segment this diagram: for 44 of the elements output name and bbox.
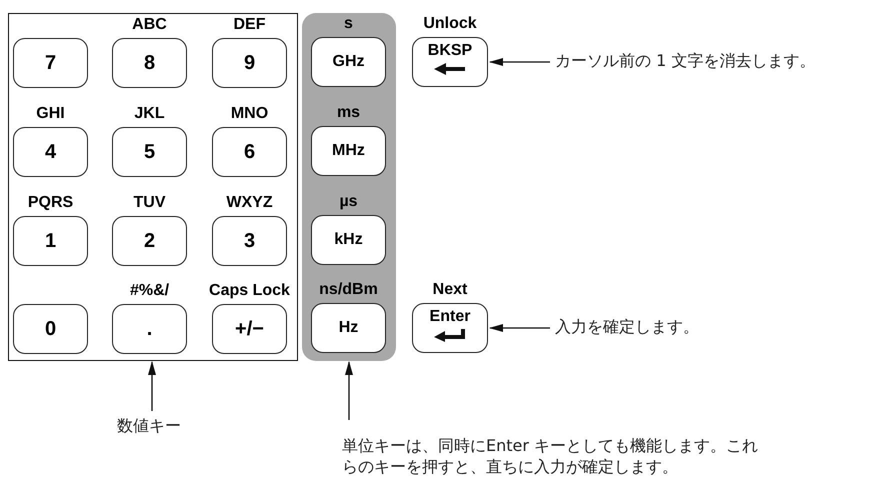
keypad-key: 9: [212, 38, 287, 88]
callout-text: カーソル前の 1 文字を消去します。: [555, 50, 816, 71]
keypad-key: +/−: [212, 304, 287, 354]
keypad-key: 0: [13, 304, 88, 354]
arrow: [489, 324, 550, 332]
arrow: [345, 361, 353, 420]
key-label: DEF: [232, 15, 266, 35]
keypad-key: 2: [112, 216, 187, 266]
keypad-key: 8: [112, 38, 187, 88]
keypad-frame: [8, 13, 298, 361]
key-label: WXYZ: [225, 193, 274, 213]
unit-key-panel: [302, 13, 396, 361]
keypad-key: .: [112, 304, 187, 354]
key-label: JKL: [133, 104, 166, 124]
key-label: TUV: [132, 193, 166, 213]
keypad-key: kHz: [311, 215, 386, 265]
key-label: ABC: [131, 15, 168, 35]
key-label: GHI: [35, 104, 66, 124]
key-label: µs: [338, 192, 359, 212]
keypad-key: 6: [212, 127, 287, 177]
key-label: s: [343, 14, 354, 34]
keypad-key: Hz: [311, 303, 386, 353]
keypad-key: 5: [112, 127, 187, 177]
keypad-key: BKSP: [412, 37, 488, 87]
keypad-key: 7: [13, 38, 88, 88]
key-label: Unlock: [422, 14, 478, 34]
keypad-key: 1: [13, 216, 88, 266]
key-label: #%&/: [128, 281, 170, 301]
key-label: ns/dBm: [318, 280, 379, 300]
arrow: [489, 58, 550, 66]
key-label: Next: [432, 280, 468, 300]
key-label: Caps Lock: [208, 281, 291, 301]
arrow: [148, 361, 156, 411]
key-label: ms: [336, 103, 362, 123]
callout-text: 単位キーは、同時にEnter キーとしても機能します。これらのキーを押すと、直ちに入力が確定します。: [342, 435, 760, 477]
keypad-key: 3: [212, 216, 287, 266]
callout-text: 数値キー: [117, 415, 182, 436]
keypad-key: GHz: [311, 37, 386, 87]
keypad-key: MHz: [311, 126, 386, 176]
callout-text: 入力を確定します。: [555, 316, 700, 337]
keypad-key: 4: [13, 127, 88, 177]
key-label: MNO: [230, 104, 270, 124]
key-label: PQRS: [26, 193, 74, 213]
keypad-key: Enter: [412, 303, 488, 353]
